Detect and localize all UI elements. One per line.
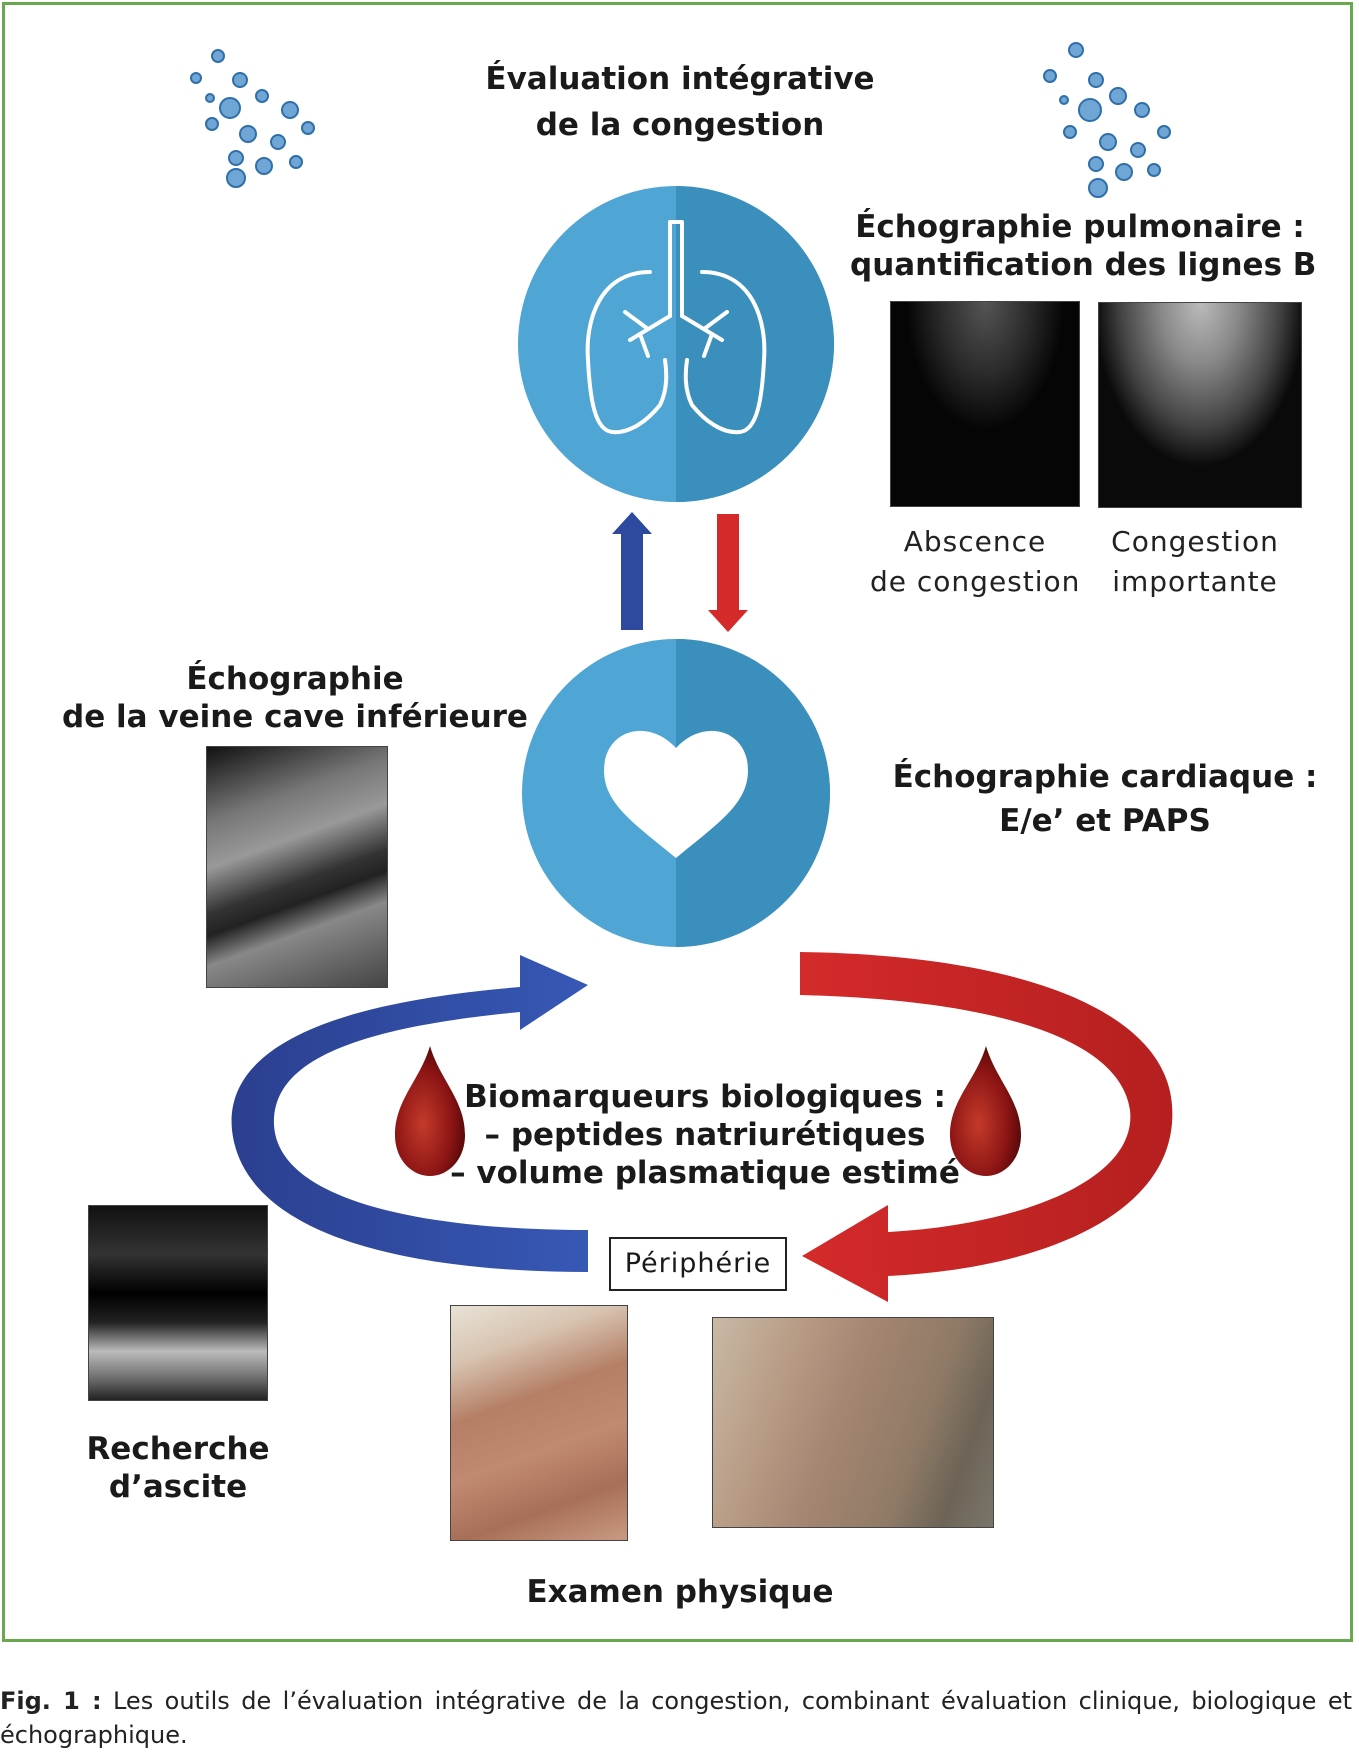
diagram-canvas: [190, 42, 1173, 1302]
blue-cycle-arrow: [231, 955, 588, 1272]
blood-drop-icon: [395, 1046, 465, 1176]
water-drops-icon: [1043, 42, 1171, 198]
lungs-icon: [585, 220, 767, 435]
water-drops-icon: [190, 49, 315, 188]
figure-caption-prefix: Fig. 1 :: [0, 1687, 102, 1715]
figure-caption-text: Les outils de l’évaluation intégrative d…: [0, 1687, 1352, 1749]
blood-drop-icon: [950, 1046, 1021, 1176]
ascites-title-line-2: d’ascite: [108, 1469, 248, 1505]
periphery-label: Périphérie: [609, 1237, 787, 1291]
down-arrow-icon: [708, 514, 748, 632]
lungs-circle: [518, 186, 834, 502]
figure-caption: Fig. 1 : Les outils de l’évaluation inté…: [0, 1684, 1352, 1752]
figure-frame: [2, 2, 1353, 1642]
cardiac-echo-title: Échographie cardiaque : E/e’ et PAPS: [890, 758, 1320, 840]
cardiac-echo-title-line-1: Échographie cardiaque :: [892, 759, 1318, 795]
physical-exam-title: Examen physique: [526, 1574, 834, 1610]
lung-left-caption-line-2: de congestion: [870, 565, 1081, 598]
diagram-title: Évaluation intégrative de la congestion: [460, 60, 900, 144]
diagram-title-line-2: de la congestion: [535, 107, 825, 143]
heart-circle: [522, 639, 830, 947]
lung-ultrasound-no-congestion: [890, 301, 1080, 507]
cardiac-echo-title-line-2: E/e’ et PAPS: [999, 803, 1211, 839]
lung-echo-title: Échographie pulmonaire : quantification …: [850, 208, 1317, 284]
heart-icon: [604, 730, 748, 858]
ivc-echo-title-line-2: de la veine cave inférieure: [62, 699, 528, 735]
lung-ultrasound-congestion: [1098, 302, 1302, 508]
lung-right-caption: Congestion importante: [1095, 522, 1295, 602]
biomarkers-text: Biomarqueurs biologiques : – peptides na…: [440, 1078, 970, 1192]
biomarkers-line-3: – volume plasmatique estimé: [450, 1155, 960, 1191]
ivc-echo-title: Échographie de la veine cave inférieure: [60, 660, 530, 736]
arm-photo: [712, 1317, 994, 1528]
ascites-ultrasound-image: [88, 1205, 268, 1401]
lung-echo-title-line-2: quantification des lignes B: [850, 247, 1317, 283]
diagram-title-line-1: Évaluation intégrative: [485, 61, 875, 97]
lung-echo-title-line-1: Échographie pulmonaire :: [855, 209, 1305, 245]
red-cycle-arrow: [800, 952, 1173, 1302]
neck-photo: [450, 1305, 628, 1541]
ivc-ultrasound-image: [206, 746, 388, 988]
ivc-echo-title-line-1: Échographie: [186, 661, 404, 697]
lung-left-caption: Abscence de congestion: [870, 522, 1080, 602]
ascites-title: Recherche d’ascite: [60, 1430, 296, 1506]
biomarkers-line-1: Biomarqueurs biologiques :: [464, 1079, 946, 1115]
lung-right-caption-line-1: Congestion: [1111, 525, 1279, 558]
lung-right-caption-line-2: importante: [1112, 565, 1278, 598]
ascites-title-line-1: Recherche: [86, 1431, 270, 1467]
up-arrow-icon: [612, 512, 652, 630]
biomarkers-line-2: – peptides natriurétiques: [484, 1117, 926, 1153]
lung-left-caption-line-1: Abscence: [903, 525, 1047, 558]
